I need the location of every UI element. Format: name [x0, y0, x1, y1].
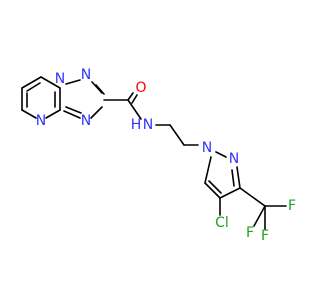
- atom-label-n-pyrimidine: N: [36, 113, 46, 129]
- bond: [127, 99, 142, 120]
- bonds: [21, 76, 287, 230]
- atom-label-f-1: F: [288, 198, 296, 214]
- bond: [65, 79, 81, 85]
- molecule-structure: N N N N O N H N N Cl F F F: [21, 67, 296, 244]
- bond: [26, 82, 41, 92]
- bond: [65, 106, 82, 114]
- bond: [21, 76, 42, 89]
- bond: [231, 169, 235, 187]
- atom-label-f-2: F: [246, 225, 254, 241]
- bond: [204, 156, 212, 184]
- bond: [131, 94, 138, 104]
- bond: [215, 151, 227, 158]
- bond: [95, 84, 105, 95]
- atom-label-n-triazole-top: N: [81, 67, 91, 83]
- bond: [90, 106, 103, 119]
- bond: [91, 81, 103, 94]
- bond: [40, 76, 61, 89]
- bond: [127, 92, 134, 101]
- atom-label-n-bridge: N: [55, 71, 65, 87]
- atom-label-n-pyrazole-2: N: [229, 151, 239, 167]
- bond: [204, 182, 221, 199]
- bond: [21, 109, 37, 119]
- atom-label-n-pyrazole-1: N: [202, 140, 212, 156]
- bond: [239, 187, 266, 207]
- bond: [45, 109, 61, 119]
- bond: [253, 205, 266, 227]
- atom-label-h-amide: H: [131, 117, 142, 133]
- atom-label-n-triazole-bottom: N: [81, 113, 91, 129]
- atom-labels: N N N N O N H N N Cl F F F: [36, 67, 296, 244]
- atom-label-o-carbonyl: O: [135, 80, 146, 96]
- atom-label-f-3: F: [261, 228, 269, 244]
- bond: [236, 166, 241, 189]
- bond: [219, 187, 241, 199]
- bond: [208, 180, 222, 194]
- bond: [169, 124, 185, 146]
- bond: [63, 110, 81, 119]
- atom-label-n-amide: N: [143, 117, 153, 133]
- atom-label-cl: Cl: [215, 215, 229, 231]
